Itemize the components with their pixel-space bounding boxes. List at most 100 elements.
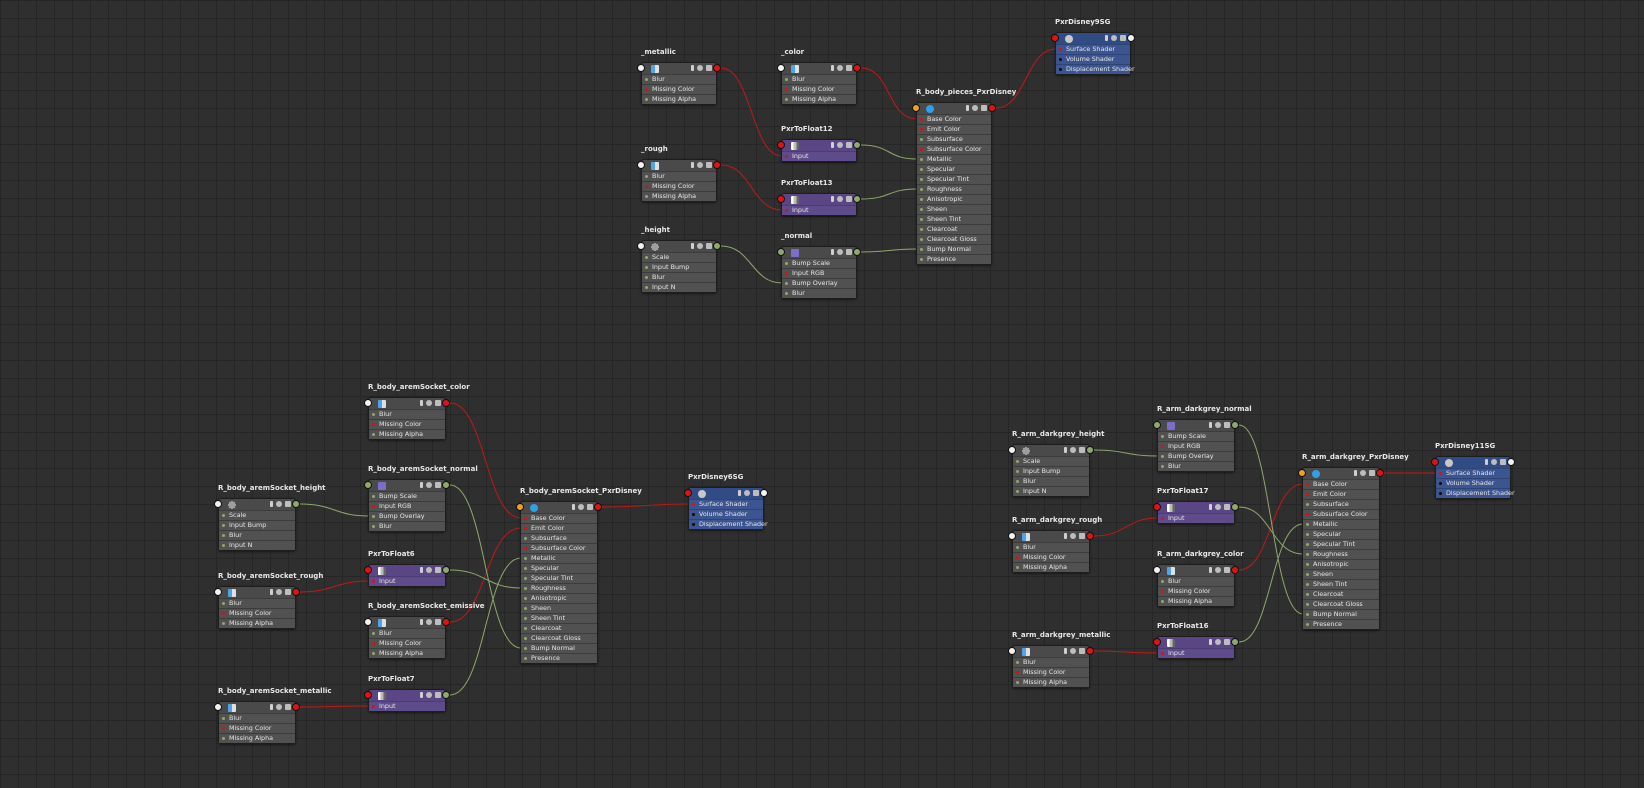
node-header[interactable] — [369, 565, 445, 576]
node-attribute[interactable]: Blur — [219, 530, 295, 540]
pin-icon[interactable] — [1064, 533, 1067, 539]
node-header[interactable] — [219, 499, 295, 510]
shape-icon[interactable] — [276, 589, 282, 595]
node-attribute[interactable]: Specular — [521, 563, 597, 573]
shape-icon[interactable] — [426, 567, 432, 573]
node-attribute[interactable]: Displacement Shader — [689, 519, 768, 529]
output-port[interactable] — [1507, 458, 1515, 466]
node-attribute[interactable]: Input Bump — [219, 520, 295, 530]
node-attribute[interactable]: Input — [782, 151, 856, 161]
pin-icon[interactable] — [1209, 567, 1212, 573]
pin-icon[interactable] — [691, 243, 694, 249]
node-attribute[interactable]: Subsurface Color — [521, 543, 597, 553]
node-header[interactable] — [782, 194, 856, 205]
input-port[interactable] — [364, 566, 372, 574]
node-attribute[interactable]: Anisotropic — [917, 194, 991, 204]
node-attribute[interactable]: Input RGB — [369, 501, 445, 511]
node-attribute[interactable]: Subsurface — [521, 533, 597, 543]
node-attribute[interactable]: Metallic — [1303, 519, 1379, 529]
input-port[interactable] — [1298, 469, 1306, 477]
output-port[interactable] — [713, 161, 721, 169]
node-attribute[interactable]: Blur — [1158, 576, 1234, 586]
node-attribute[interactable]: Missing Color — [1013, 667, 1089, 677]
node-attribute[interactable]: Missing Alpha — [369, 648, 445, 658]
collapse-icon[interactable] — [1224, 639, 1230, 645]
shape-icon[interactable] — [426, 482, 432, 488]
node-header[interactable] — [369, 480, 445, 491]
node-attribute[interactable]: Input N — [1013, 486, 1089, 496]
pin-icon[interactable] — [691, 65, 694, 71]
output-port[interactable] — [442, 618, 450, 626]
node-attribute[interactable]: Bump Scale — [369, 491, 445, 501]
node-attribute[interactable]: Input Bump — [642, 262, 716, 272]
node-attribute[interactable]: Missing Alpha — [642, 191, 716, 201]
node-attribute[interactable]: Displacement Shader — [1436, 488, 1515, 498]
output-port[interactable] — [853, 141, 861, 149]
node-attribute[interactable]: Base Color — [521, 513, 597, 523]
output-port[interactable] — [442, 566, 450, 574]
node-attribute[interactable]: Missing Alpha — [642, 94, 716, 104]
collapse-icon[interactable] — [706, 243, 712, 249]
collapse-icon[interactable] — [846, 196, 852, 202]
node-attribute[interactable]: Anisotropic — [521, 593, 597, 603]
node-attribute[interactable]: Specular Tint — [521, 573, 597, 583]
output-port[interactable] — [292, 703, 300, 711]
node-header[interactable] — [642, 241, 716, 252]
output-port[interactable] — [292, 500, 300, 508]
input-port[interactable] — [1153, 503, 1161, 511]
shape-icon[interactable] — [1111, 35, 1117, 41]
connection-wire[interactable] — [860, 248, 918, 253]
node-attribute[interactable]: Sheen Tint — [1303, 579, 1379, 589]
shape-icon[interactable] — [426, 400, 432, 406]
pin-icon[interactable] — [270, 704, 273, 710]
collapse-icon[interactable] — [285, 589, 291, 595]
node-header[interactable] — [1056, 33, 1130, 44]
node-attribute[interactable]: Blur — [219, 598, 295, 608]
input-port[interactable] — [1008, 532, 1016, 540]
shape-icon[interactable] — [1070, 447, 1076, 453]
output-port[interactable] — [442, 399, 450, 407]
shape-icon[interactable] — [837, 65, 843, 71]
input-port[interactable] — [637, 242, 645, 250]
node-attribute[interactable]: Blur — [642, 171, 716, 181]
input-port[interactable] — [214, 703, 222, 711]
input-port[interactable] — [364, 618, 372, 626]
node-header[interactable] — [521, 502, 597, 513]
pin-icon[interactable] — [270, 589, 273, 595]
shape-icon[interactable] — [972, 105, 978, 111]
node-attribute[interactable]: Missing Color — [219, 608, 295, 618]
collapse-icon[interactable] — [1500, 459, 1506, 465]
node-attribute[interactable]: Subsurface — [1303, 499, 1379, 509]
pin-icon[interactable] — [831, 249, 834, 255]
output-port[interactable] — [1127, 34, 1135, 42]
shape-icon[interactable] — [276, 501, 282, 507]
node-attribute[interactable]: Presence — [521, 653, 597, 663]
pin-icon[interactable] — [1209, 504, 1212, 510]
connection-wire[interactable] — [860, 67, 918, 120]
node-attribute[interactable]: Input — [782, 205, 856, 215]
output-port[interactable] — [988, 104, 996, 112]
connection-wire[interactable] — [1093, 449, 1159, 457]
collapse-icon[interactable] — [706, 162, 712, 168]
pin-icon[interactable] — [1485, 459, 1488, 465]
collapse-icon[interactable] — [1079, 648, 1085, 654]
collapse-icon[interactable] — [435, 692, 441, 698]
node-attribute[interactable]: Input N — [642, 282, 716, 292]
pin-icon[interactable] — [1105, 35, 1108, 41]
output-port[interactable] — [1231, 421, 1239, 429]
pin-icon[interactable] — [420, 619, 423, 625]
node-header[interactable] — [1013, 646, 1089, 657]
node-attribute[interactable]: Scale — [219, 510, 295, 520]
node-attribute[interactable]: Scale — [642, 252, 716, 262]
connection-wire[interactable] — [299, 580, 370, 593]
node-header[interactable] — [689, 488, 763, 499]
node-attribute[interactable]: Specular — [917, 164, 991, 174]
output-port[interactable] — [1231, 566, 1239, 574]
